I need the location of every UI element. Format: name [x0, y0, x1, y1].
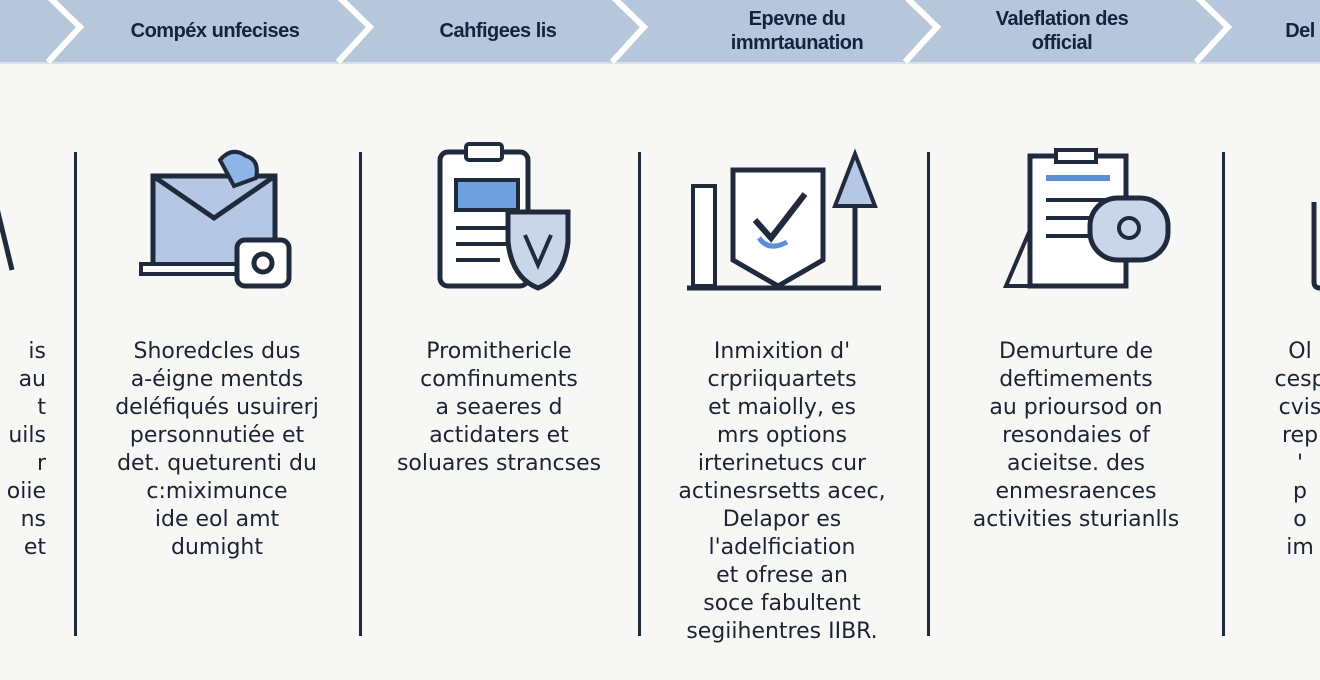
text-line: Ol [1288, 339, 1312, 364]
text-line: segiihentres IIBR. [686, 619, 878, 644]
tools-icon [0, 209, 15, 271]
text-line: p [1293, 479, 1307, 504]
text-line: Promithericle [426, 339, 572, 364]
text-line: et [23, 535, 46, 560]
column-0-text: is au t uils r oiie ns et [7, 338, 46, 562]
report-badge-icon [1002, 148, 1171, 289]
text-line: ide eol amt [154, 507, 280, 532]
chevron-separators [45, 0, 1233, 65]
text-line: crpriiquartets [707, 367, 857, 392]
text-line: a seaeres d [435, 395, 563, 420]
text-line: soluares strancses [396, 451, 602, 476]
text-line: t [37, 395, 46, 420]
text-line: o [1293, 507, 1307, 532]
step-5-label: Del [1285, 20, 1315, 42]
text-line: r [36, 451, 46, 476]
step-3-line: immrtaunation [730, 32, 864, 54]
text-line: is [28, 339, 46, 364]
column-divider [359, 152, 362, 636]
email-laptop-icon [139, 149, 292, 289]
text-line: cvis [1278, 395, 1320, 420]
step-2-label: Cahfigees lis [439, 20, 557, 42]
text-line: Demurture de [998, 339, 1154, 364]
text-line: ' [1296, 451, 1304, 476]
text-line: det. queturenti du [117, 451, 317, 476]
text-line: deléfiqués usuirerj [115, 395, 319, 420]
column-divider [1222, 152, 1225, 636]
text-line: acieitse. des [1007, 451, 1145, 476]
text-line: au prioursod on [989, 395, 1163, 420]
text-line: enmesraences [995, 479, 1157, 504]
column-divider [927, 152, 930, 636]
column-5-text: Ol cesp cvis rep ' p o im [1274, 338, 1320, 562]
column-1-text: Shoredcles dus a-éigne mentds deléfiqués… [115, 338, 319, 562]
text-line: et maiolly, es [708, 395, 856, 420]
text-line: im [1286, 535, 1314, 560]
process-steps-banner: Compéx unfecises Cahfigees lis Epevne du… [0, 0, 1320, 65]
text-line: au [18, 367, 46, 392]
text-line: irterinetucs cur [697, 451, 867, 476]
text-line: soce fabultent [703, 591, 861, 616]
text-line: mrs options [717, 423, 847, 448]
clipboard-shield-icon [437, 142, 571, 291]
text-line: Shoredcles dus [133, 339, 301, 364]
text-line: comfinuments [420, 367, 578, 392]
document-check-icon [687, 148, 881, 291]
step-4-line: Valeflation des [995, 8, 1129, 30]
text-line: actinesrsetts acec, [678, 479, 886, 504]
column-4-text: Demurture de deftimements au prioursod o… [973, 338, 1179, 534]
text-line: uils [8, 423, 46, 448]
text-line: resondaies of [1002, 423, 1150, 448]
step-3-label: Epevne du immrtaunation [730, 0, 864, 62]
text-line: deftimements [999, 367, 1153, 392]
device-icon [1311, 202, 1320, 291]
column-2-text: Promithericle comfinuments a seaeres d a… [397, 338, 601, 478]
text-line: dumight [171, 535, 263, 560]
column-divider [74, 152, 77, 636]
text-line: Inmixition d' [713, 339, 851, 364]
step-3-line: Epevne du [748, 8, 846, 30]
text-line: actidaters et [429, 423, 569, 448]
text-line: cesp [1274, 367, 1320, 392]
text-line: activities sturianlls [972, 507, 1180, 532]
text-line: a-éigne mentds [130, 367, 304, 392]
text-line: c:miximunce [146, 479, 288, 504]
text-line: oiie [6, 479, 46, 504]
text-line: rep [1281, 423, 1319, 448]
text-line: l'adelficiation [708, 535, 856, 560]
step-4-label: Valeflation des official [996, 0, 1129, 62]
step-4-line: official [1031, 32, 1093, 54]
text-line: personnutiée et [129, 423, 305, 448]
text-line: ns [20, 507, 46, 532]
column-3-text: Inmixition d' crpriiquartets et maiolly,… [678, 338, 885, 646]
step-1-label: Compéx unfecises [130, 20, 300, 42]
text-line: Delapor es [722, 507, 842, 532]
text-line: et ofrese an [716, 563, 848, 588]
column-divider [638, 152, 641, 636]
